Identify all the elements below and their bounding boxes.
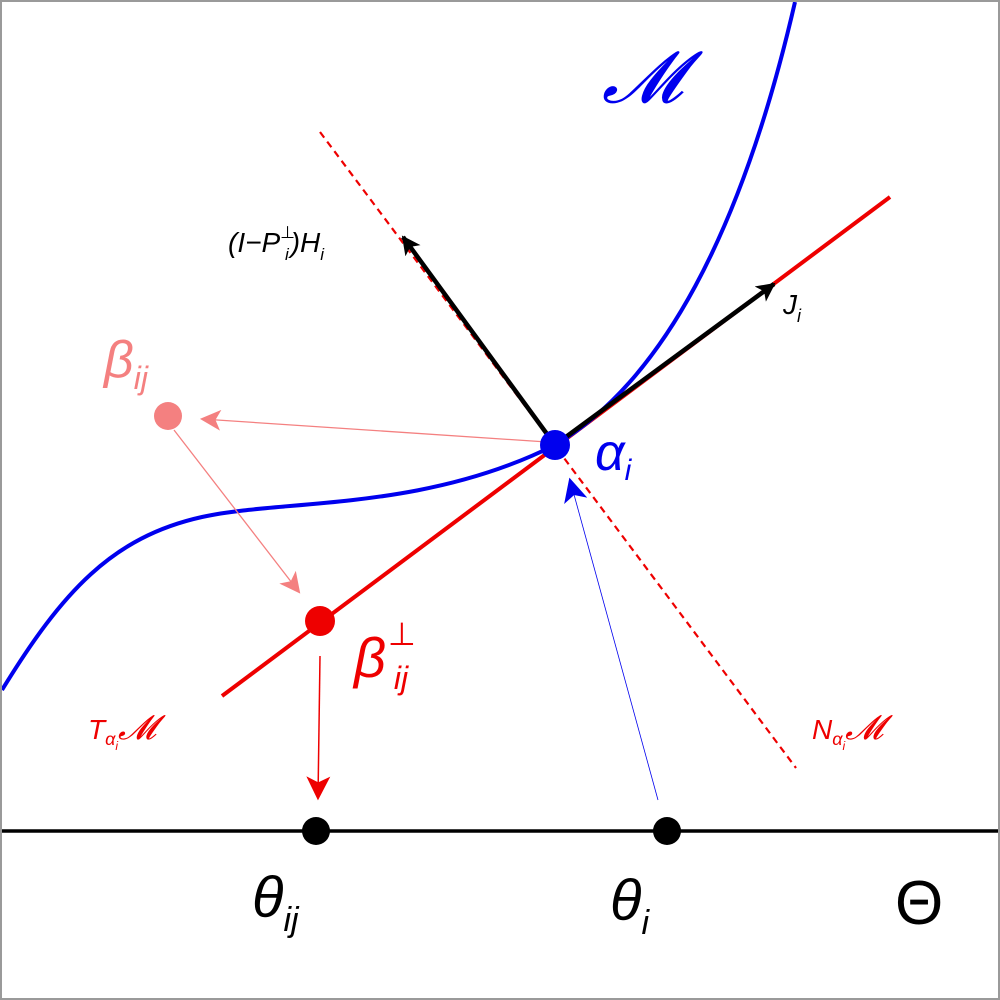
label-theta-i: θi (610, 868, 650, 942)
arrow-beta-perp-to-theta-ij (306, 655, 331, 801)
label-beta-perp: β⊥ij (352, 616, 416, 696)
label-normal-space: Nαi𝓜 (812, 708, 893, 753)
vector-H (401, 235, 557, 447)
label-theta-ij: θij (252, 865, 300, 939)
point-alpha (540, 430, 570, 460)
label-parameter-space: Θ (895, 869, 943, 938)
label-tangent-space: Tαi𝓜 (88, 708, 166, 753)
manifold-curve (2, 2, 797, 692)
label-H: (I−P⊥i)Hi (228, 223, 325, 264)
label-beta: βij (102, 331, 149, 396)
arrow-theta-to-alpha (564, 477, 659, 801)
label-alpha: αi (595, 424, 633, 487)
point-beta (154, 402, 182, 430)
label-J: Ji (782, 289, 802, 326)
arrow-beta-to-beta-perp (173, 429, 301, 594)
point-theta-i (653, 817, 681, 845)
arrow-alpha-to-beta (199, 409, 548, 443)
vector-J (553, 282, 776, 447)
point-theta-ij (302, 817, 330, 845)
label-manifold: 𝓜 (602, 35, 703, 119)
point-beta-perp (305, 606, 335, 636)
